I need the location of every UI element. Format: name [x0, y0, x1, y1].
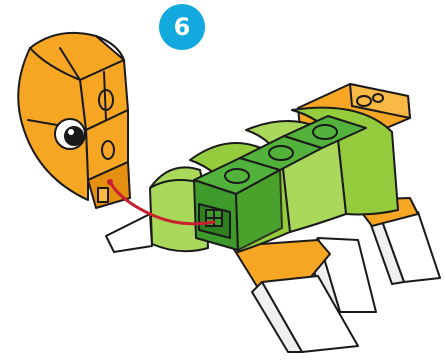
eye-icon — [55, 119, 85, 149]
front-left-foot — [106, 214, 152, 252]
step-number-badge: 6 — [159, 4, 205, 50]
cable-end-head — [107, 179, 113, 185]
step-number: 6 — [174, 13, 191, 41]
